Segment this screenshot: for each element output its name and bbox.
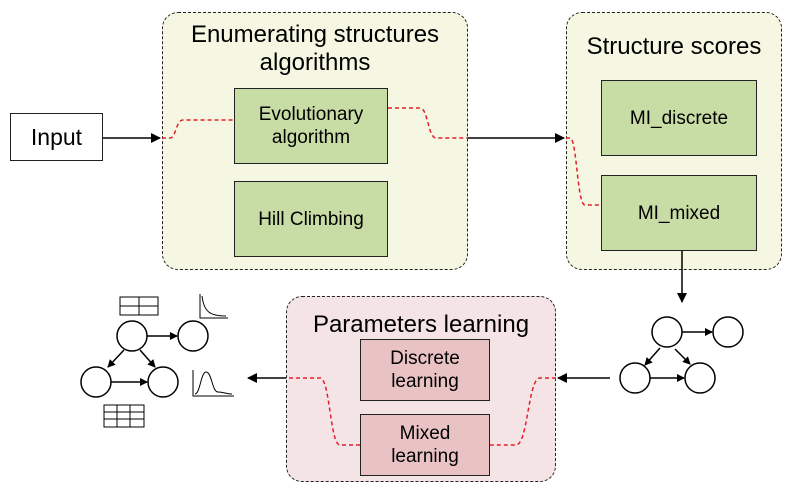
evolutionary-label-line2: algorithm — [271, 127, 351, 148]
parameterized-network-graph — [80, 320, 209, 398]
input-box: Input — [10, 113, 103, 161]
enumerating-title-line2: algorithms — [259, 49, 371, 76]
table-icon — [119, 296, 159, 316]
route-scores-mi-mixed — [566, 137, 601, 206]
hill-climbing-label: Hill Climbing — [258, 208, 364, 230]
enumerating-title-line1: Enumerating structures — [190, 21, 440, 48]
discrete-learning-box: Discrete learning — [360, 339, 490, 401]
input-label: Input — [30, 123, 83, 150]
structure-scores-title: Structure scores — [586, 33, 762, 60]
discrete-learning-line1: Discrete — [390, 348, 460, 369]
parameters-learning-title: Parameters learning — [312, 311, 530, 338]
learned-structure-graph — [619, 316, 744, 394]
evolutionary-algorithm-box: Evolutionary algorithm — [234, 88, 388, 164]
route-input-evolutionary — [162, 119, 234, 139]
mi-mixed-label: MI_mixed — [637, 202, 721, 224]
route-parameters-mixed-left — [286, 377, 360, 446]
decay-curve-icon — [199, 294, 228, 319]
mixed-learning-box: Mixed learning — [360, 414, 490, 476]
selected-path-routes — [162, 107, 601, 446]
table-icon — [103, 404, 145, 428]
route-parameters-mixed-right — [490, 377, 556, 446]
mi-mixed-box: MI_mixed — [601, 175, 757, 251]
hill-climbing-box: Hill Climbing — [234, 181, 388, 257]
mixed-learning-line2: learning — [391, 446, 459, 467]
evolutionary-label-line1: Evolutionary — [258, 104, 364, 125]
peak-distribution-icon — [192, 370, 234, 397]
route-evolutionary-out — [388, 107, 468, 139]
mi-discrete-label: MI_discrete — [629, 107, 729, 129]
mi-discrete-box: MI_discrete — [601, 80, 757, 156]
discrete-learning-line2: learning — [391, 371, 459, 392]
mixed-learning-line1: Mixed — [399, 423, 451, 444]
